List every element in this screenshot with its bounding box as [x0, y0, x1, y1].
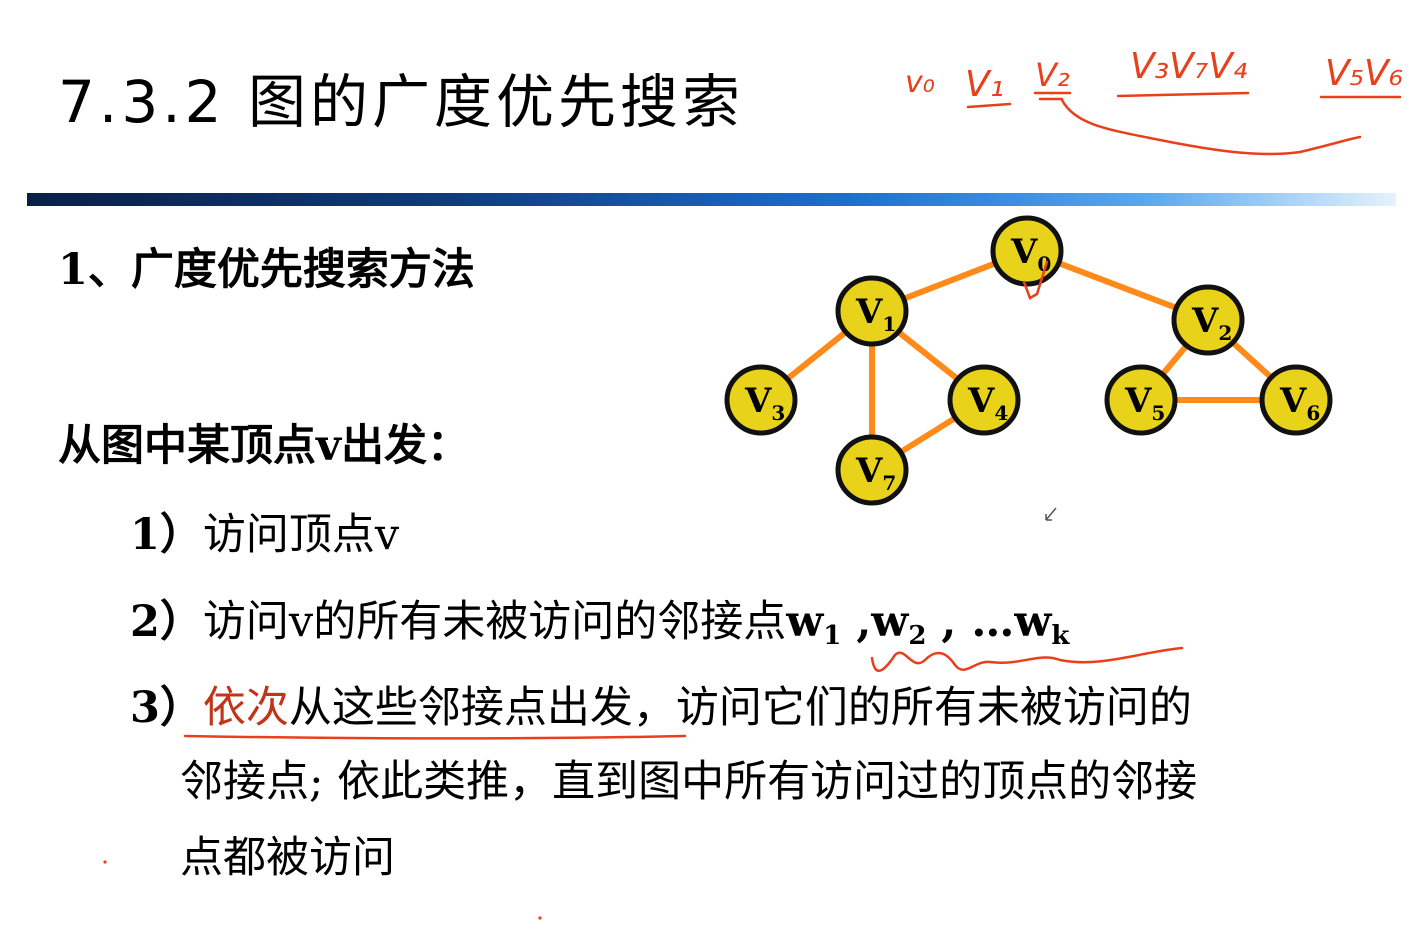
underline-step3	[183, 734, 687, 740]
step-3-number: 3）	[130, 683, 203, 733]
hand-v1: V₁	[965, 64, 1004, 105]
step-3-highlight: 依次	[202, 683, 289, 733]
node-circle	[947, 364, 1021, 436]
node-V6: V6	[1259, 364, 1333, 436]
step-3: 3）依次从这些邻接点出发，访问它们的所有未被访问的	[130, 682, 1192, 734]
wk-sub: k	[1051, 621, 1070, 651]
step-3-line2: 邻接点; 依此类推，直到图中所有访问过的顶点的邻接	[180, 757, 1198, 807]
check-mark-v0	[1022, 260, 1049, 300]
underline-v3v7v4	[1116, 91, 1250, 98]
wk: w	[1014, 597, 1052, 647]
pen-cursor-icon	[1045, 507, 1057, 521]
node-label: V6	[1279, 381, 1320, 425]
ink-dot	[538, 916, 542, 920]
w1-sub: 1	[823, 621, 842, 651]
sep2: , …	[926, 597, 1015, 647]
hand-v3v7v4: V₃V₇V₄	[1130, 46, 1248, 87]
underline-v1	[966, 102, 1012, 109]
node-V3: V3	[724, 364, 798, 436]
slide-title: 7.3.2 图的广度优先搜索	[58, 68, 745, 136]
handwritten-bfs-order: v₀ V₁ V₂ V₃V₇V₄ V₅V₆	[905, 46, 1403, 105]
step-3-text: 从这些邻接点出发，访问它们的所有未被访问的	[288, 683, 1192, 733]
step-1: 1）访问顶点v	[130, 509, 399, 561]
underline-v2	[1033, 91, 1072, 101]
w1: w	[786, 597, 824, 647]
squiggle-w	[870, 646, 1184, 672]
w2: w	[871, 597, 909, 647]
w2-sub: 2	[908, 621, 927, 651]
sep1: ,	[841, 597, 872, 647]
step-2-text: 访问v的所有未被访问的邻接点	[202, 597, 787, 647]
node-circle	[724, 364, 798, 436]
node-V4: V4	[947, 364, 1021, 436]
step-1-text: 访问顶点v	[202, 510, 400, 560]
node-V2: V2	[1171, 284, 1245, 356]
arc-v2-to-v5v6	[1060, 98, 1362, 156]
step-2: 2）访问v的所有未被访问的邻接点w1 ,w2 , …wk	[130, 596, 1069, 662]
node-V7: V7	[835, 434, 909, 506]
node-V1: V1	[835, 275, 909, 347]
intro-text: 从图中某顶点v出发：	[58, 421, 470, 471]
node-circle	[835, 275, 909, 347]
step-3-line3: 点都被访问	[180, 833, 395, 883]
section-heading: 1、广度优先搜索方法	[58, 245, 475, 295]
hand-v5v6: V₅V₆	[1325, 53, 1403, 94]
node-circle	[1171, 284, 1245, 356]
hand-v0: v₀	[905, 65, 935, 100]
step-1-number: 1）	[130, 510, 203, 560]
node-circle	[1259, 364, 1333, 436]
node-V5: V5	[1104, 364, 1178, 436]
title-divider-bar	[27, 193, 1396, 206]
hand-v2: V₂	[1035, 56, 1070, 94]
ink-dot	[103, 860, 107, 864]
step-2-number: 2）	[130, 597, 203, 647]
node-circle	[1104, 364, 1178, 436]
node-circle	[835, 434, 909, 506]
